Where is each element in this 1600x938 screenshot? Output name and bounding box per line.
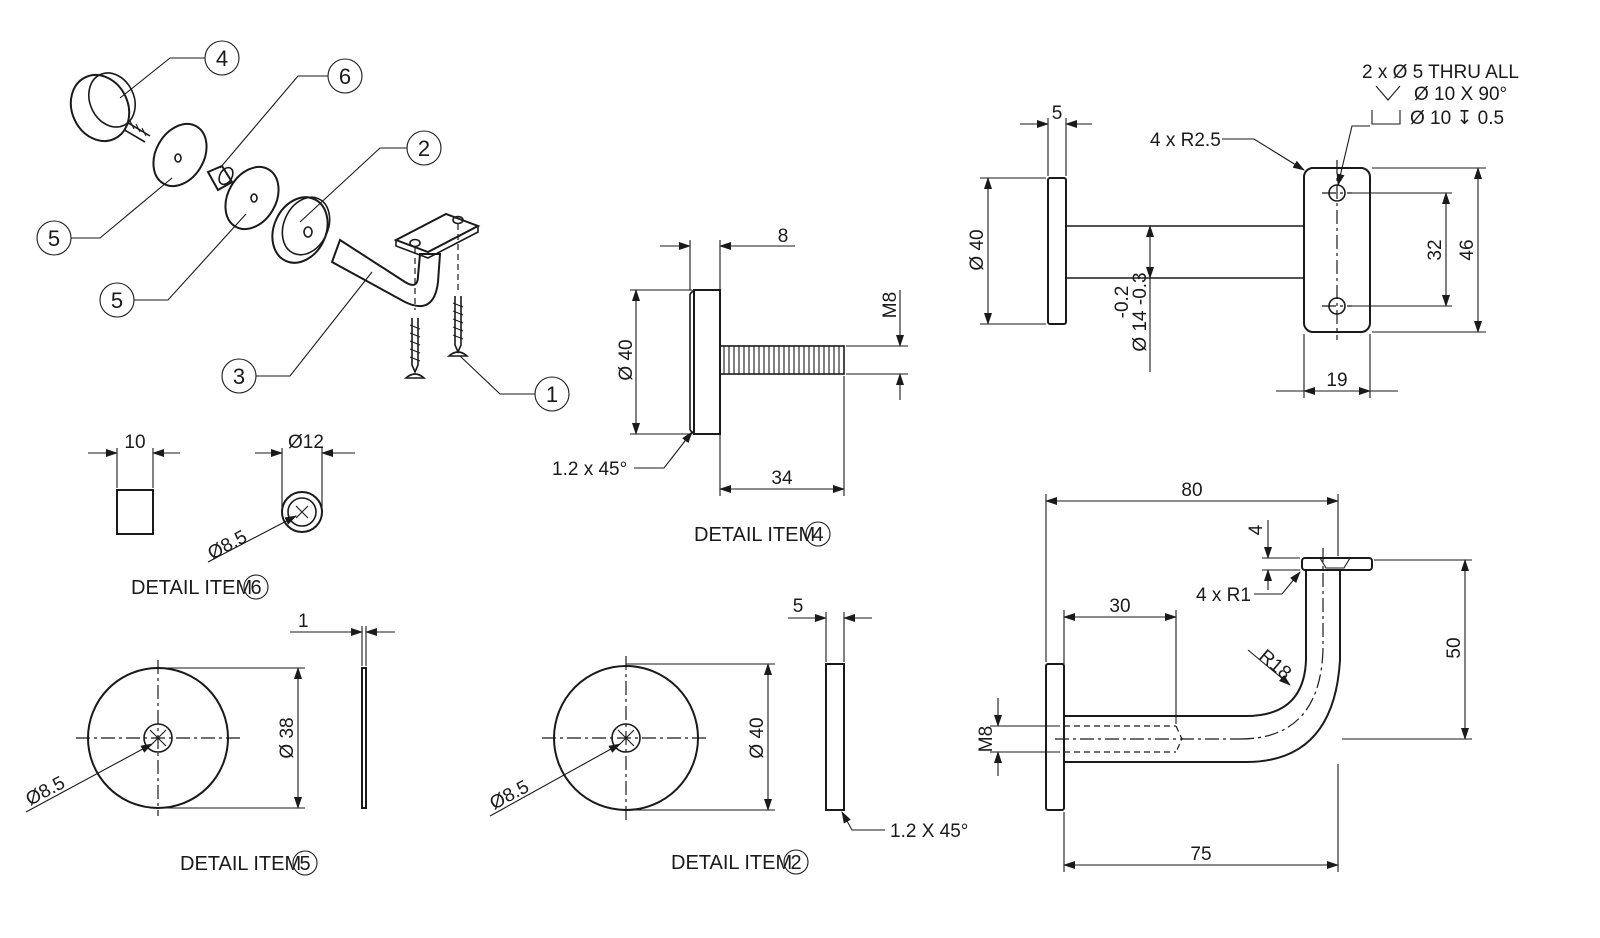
dim-30: 30 <box>1109 596 1130 617</box>
dim-dia85: Ø8.5 <box>486 777 532 815</box>
dim-4: 4 <box>1246 524 1267 535</box>
dim-19: 19 <box>1326 370 1347 391</box>
dim-75: 75 <box>1190 844 1211 865</box>
balloon-1: 1 <box>459 355 570 412</box>
balloon-4: 4 <box>119 40 240 99</box>
balloon-5b: 5 <box>99 213 247 318</box>
dim-dia85: Ø8.5 <box>204 527 250 565</box>
dim-dia40: Ø 40 <box>747 717 768 758</box>
svg-text:1: 1 <box>546 382 558 407</box>
balloon-5a: 5 <box>36 177 173 256</box>
hole-callout-line1: 2 x Ø 5 THRU ALL <box>1362 62 1519 83</box>
dim-80: 80 <box>1181 480 1202 501</box>
exploded-item-6-spacer <box>206 164 234 192</box>
hole-callout-line2: Ø 10 X 90° <box>1414 84 1507 105</box>
caption-item-2: DETAIL ITEM <box>671 852 792 874</box>
caption-item-6: DETAIL ITEM <box>131 577 252 599</box>
dim-dia14: Ø 14 -0.3 <box>1130 272 1151 351</box>
svg-text:6: 6 <box>339 64 351 89</box>
dim-46: 46 <box>1457 239 1478 260</box>
dim-32: 32 <box>1425 239 1446 260</box>
svg-text:4: 4 <box>216 46 228 71</box>
dim-dia38: Ø 38 <box>277 717 298 758</box>
caption-item-4: DETAIL ITEM <box>694 524 815 546</box>
balloon-3: 3 <box>221 271 373 394</box>
hole-callout-line3: Ø 10 ↧ 0.5 <box>1410 108 1504 129</box>
svg-text:4: 4 <box>812 524 823 546</box>
dim-chamfer: 1.2 x 45° <box>552 459 627 480</box>
dim-r1: 4 x R1 <box>1196 585 1251 606</box>
dim-1: 1 <box>298 611 309 632</box>
dim-10: 10 <box>124 432 145 453</box>
dim-34: 34 <box>771 468 793 489</box>
svg-text:2: 2 <box>790 852 801 874</box>
exploded-view: 4 6 2 5 5 3 1 <box>36 40 570 412</box>
balloon-6: 6 <box>219 58 363 169</box>
svg-text:5: 5 <box>111 288 123 313</box>
top-view: 5 Ø 40 -0.2 Ø 14 -0.3 4 x R2.5 32 46 19 … <box>967 62 1519 398</box>
detail-item-6: 10 Ø12 Ø8.5 DETAIL ITEM 6 <box>88 432 355 600</box>
dim-tol-upper: -0.2 <box>1112 286 1133 319</box>
dim-m8: M8 <box>976 726 997 752</box>
dim-50: 50 <box>1444 637 1465 658</box>
dim-dia40: Ø 40 <box>616 339 637 380</box>
exploded-item-5-washer-a <box>152 123 208 187</box>
caption-item-5: DETAIL ITEM <box>180 853 301 875</box>
svg-text:5: 5 <box>48 226 60 251</box>
dim-dia40: Ø 40 <box>967 229 988 270</box>
dim-dia12: Ø12 <box>288 432 324 453</box>
dim-m8: M8 <box>880 292 901 318</box>
svg-text:2: 2 <box>418 136 430 161</box>
side-view: 80 4 4 x R1 30 R18 50 M8 75 <box>976 480 1472 872</box>
exploded-item-3-bracket <box>330 212 481 310</box>
dim-dia85: Ø8.5 <box>22 773 68 811</box>
detail-item-2: Ø 40 Ø8.5 5 1.2 X 45° DETAIL ITEM 2 <box>486 596 968 875</box>
exploded-item-5-washer-b <box>224 166 280 230</box>
detail-item-4: 8 Ø 40 M8 34 1.2 x 45° DETAIL ITEM 4 <box>552 226 908 547</box>
exploded-item-1-screws <box>403 296 470 379</box>
thread-hatch <box>723 346 840 374</box>
balloon-2: 2 <box>299 130 442 223</box>
exploded-item-2-rosette <box>271 196 331 264</box>
svg-text:5: 5 <box>299 853 310 875</box>
svg-text:6: 6 <box>250 577 261 599</box>
exploded-item-4-cap-screw <box>69 72 151 143</box>
dim-chamfer: 1.2 X 45° <box>890 821 968 842</box>
dim-8: 8 <box>778 226 789 247</box>
dim-r25: 4 x R2.5 <box>1150 130 1221 151</box>
svg-text:3: 3 <box>233 364 245 389</box>
dim-5: 5 <box>1052 103 1063 124</box>
dim-5: 5 <box>793 596 804 617</box>
dim-r18: R18 <box>1255 646 1295 684</box>
detail-item-5: Ø 38 Ø8.5 1 DETAIL ITEM 5 <box>22 611 395 876</box>
